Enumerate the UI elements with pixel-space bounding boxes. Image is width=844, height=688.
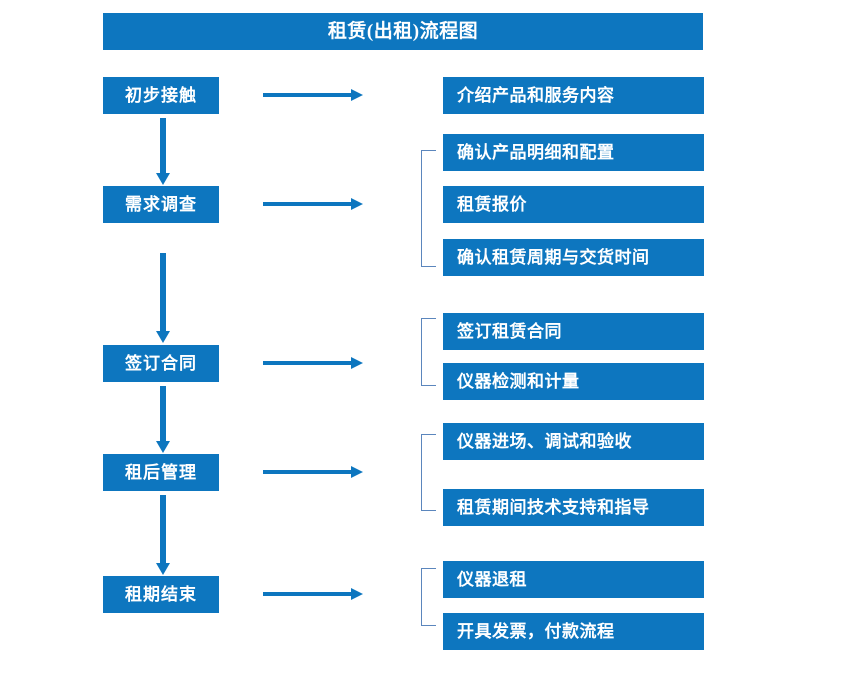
- arrow-right-icon-2: [263, 196, 363, 212]
- arrow-right-icon-4: [263, 464, 363, 480]
- arrow-down-icon-2: [155, 253, 171, 343]
- detail-box-8[interactable]: 租赁期间技术支持和指导: [443, 489, 704, 526]
- arrow-down-icon-4: [155, 495, 171, 575]
- detail-box-10[interactable]: 开具发票，付款流程: [443, 613, 704, 650]
- arrow-down-icon-1: [155, 118, 171, 185]
- page-title: 租赁(出租)流程图: [103, 13, 703, 50]
- group-bracket-3: [421, 434, 436, 511]
- stage-box-4[interactable]: 租后管理: [103, 454, 219, 491]
- detail-box-5[interactable]: 签订租赁合同: [443, 313, 704, 350]
- detail-box-6[interactable]: 仪器检测和计量: [443, 363, 704, 400]
- stage-box-2[interactable]: 需求调查: [103, 186, 219, 223]
- stage-box-3[interactable]: 签订合同: [103, 345, 219, 382]
- detail-box-2[interactable]: 确认产品明细和配置: [443, 134, 704, 171]
- detail-box-3[interactable]: 租赁报价: [443, 186, 704, 223]
- group-bracket-2: [421, 318, 436, 386]
- arrow-right-icon-3: [263, 355, 363, 371]
- group-bracket-1: [421, 150, 436, 267]
- group-bracket-4: [421, 568, 436, 626]
- stage-box-5[interactable]: 租期结束: [103, 576, 219, 613]
- detail-box-7[interactable]: 仪器进场、调试和验收: [443, 423, 704, 460]
- detail-box-9[interactable]: 仪器退租: [443, 561, 704, 598]
- arrow-right-icon-5: [263, 586, 363, 602]
- arrow-down-icon-3: [155, 386, 171, 453]
- stage-box-1[interactable]: 初步接触: [103, 77, 219, 114]
- detail-box-4[interactable]: 确认租赁周期与交货时间: [443, 239, 704, 276]
- arrow-right-icon-1: [263, 87, 363, 103]
- detail-box-1[interactable]: 介绍产品和服务内容: [443, 77, 704, 114]
